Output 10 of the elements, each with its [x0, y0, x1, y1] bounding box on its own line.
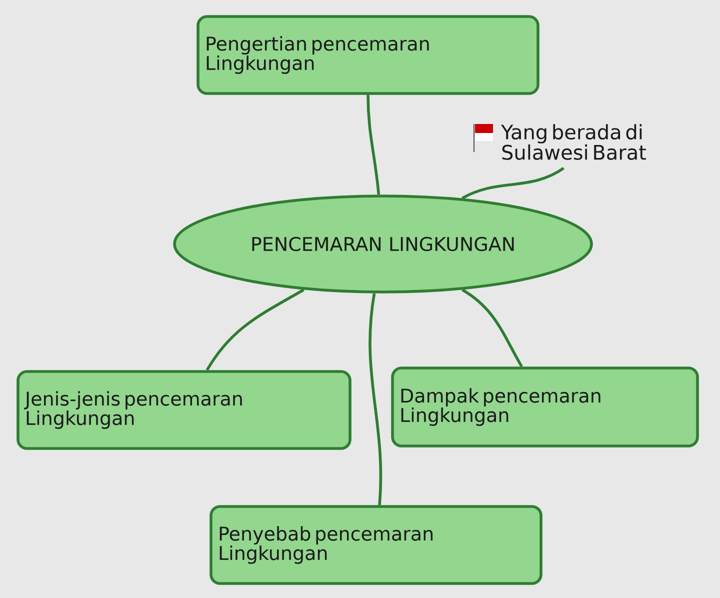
topic-box: Dampak pencemaran Lingkungan — [391, 366, 699, 448]
connector-line — [366, 94, 380, 195]
connector-line — [461, 288, 523, 368]
topic-box: Penyebab pencemaran Lingkungan — [210, 505, 542, 585]
connector-line — [368, 293, 382, 506]
topic-box: Jenis-jenis pencemaran Lingkungan — [16, 370, 352, 450]
topic-box: Pengertian pencemaran Lingkungan — [196, 15, 540, 95]
note-text: Yang berada di Sulawesi Barat — [500, 124, 646, 160]
connector-line — [206, 288, 304, 371]
connector-line — [462, 166, 564, 200]
